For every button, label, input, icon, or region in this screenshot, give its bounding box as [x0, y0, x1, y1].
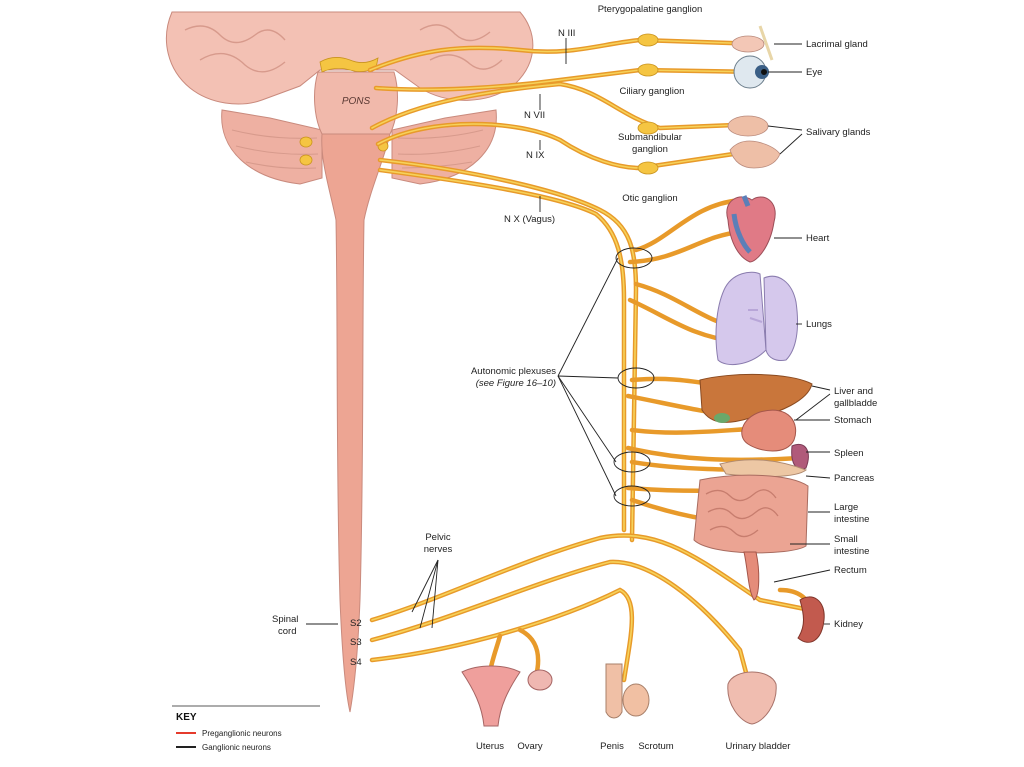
- label-plexuses-1: Autonomic plexuses: [471, 366, 556, 377]
- label-submandibular-1: Submandibular: [618, 132, 682, 143]
- heart: [726, 195, 776, 263]
- key-ganglionic-label: Ganglionic neurons: [202, 743, 271, 752]
- label-s2: S2: [350, 618, 362, 629]
- label-rectum: Rectum: [834, 565, 867, 576]
- pointer-lines: [306, 38, 831, 629]
- liver: [699, 373, 813, 423]
- label-s4: S4: [350, 657, 362, 668]
- intestines: [693, 474, 809, 554]
- label-lacrimal: Lacrimal gland: [806, 39, 868, 50]
- scrotum: [622, 683, 650, 717]
- label-heart: Heart: [806, 233, 830, 244]
- key: KEY Preganglionic neurons Ganglionic neu…: [172, 705, 320, 752]
- labels: Pterygopalatine ganglion N III Lacrimal …: [272, 4, 877, 752]
- label-stomach: Stomach: [834, 415, 872, 426]
- key-title: KEY: [176, 712, 197, 723]
- label-pancreas: Pancreas: [834, 473, 874, 484]
- label-n3: N III: [558, 28, 575, 39]
- label-pelvic-2: nerves: [424, 544, 453, 555]
- key-preganglionic-label: Preganglionic neurons: [202, 729, 282, 738]
- pons-label: PONS: [342, 96, 371, 107]
- label-n7: N VII: [524, 110, 545, 121]
- label-spinal-1: Spinal: [272, 614, 298, 625]
- salivary-glands: [727, 115, 781, 169]
- label-eye: Eye: [806, 67, 822, 78]
- label-lungs: Lungs: [806, 319, 832, 330]
- label-small-2: intestine: [834, 546, 869, 557]
- urinary-bladder: [727, 671, 777, 725]
- label-s3: S3: [350, 637, 362, 648]
- kidney: [797, 596, 825, 643]
- brain: [165, 11, 534, 713]
- rectum: [743, 551, 760, 601]
- label-liver-2: gallbladde: [834, 398, 877, 409]
- label-bladder: Urinary bladder: [726, 741, 791, 752]
- label-n9: N IX: [526, 150, 545, 161]
- label-liver-1: Liver and: [834, 386, 873, 397]
- eye: [733, 55, 769, 89]
- label-uterus: Uterus: [476, 741, 504, 752]
- organs: [461, 25, 825, 727]
- spleen: [791, 444, 809, 470]
- lacrimal-gland: [731, 25, 774, 61]
- label-n10: N X (Vagus): [504, 214, 555, 225]
- label-ciliary: Ciliary ganglion: [620, 86, 685, 97]
- label-small-1: Small: [834, 534, 858, 545]
- label-otic: Otic ganglion: [622, 193, 677, 204]
- label-spleen: Spleen: [834, 448, 864, 459]
- label-plexuses-2: (see Figure 16–10): [476, 378, 556, 389]
- label-spinal-2: cord: [278, 626, 296, 637]
- uterus: [461, 665, 521, 727]
- label-penis: Penis: [600, 741, 624, 752]
- label-large-1: Large: [834, 502, 858, 513]
- label-scrotum: Scrotum: [638, 741, 673, 752]
- label-pterygopalatine: Pterygopalatine ganglion: [598, 4, 703, 15]
- label-salivary: Salivary glands: [806, 127, 871, 138]
- label-submandibular-2: ganglion: [632, 144, 668, 155]
- penis: [605, 663, 623, 719]
- stomach: [741, 409, 797, 452]
- label-kidney: Kidney: [834, 619, 863, 630]
- label-pelvic-1: Pelvic: [425, 532, 451, 543]
- lungs: [715, 271, 799, 366]
- label-ovary: Ovary: [517, 741, 543, 752]
- ganglia: [637, 33, 659, 175]
- nerve-pathways: [367, 37, 813, 683]
- ovary: [527, 669, 553, 691]
- label-large-2: intestine: [834, 514, 869, 525]
